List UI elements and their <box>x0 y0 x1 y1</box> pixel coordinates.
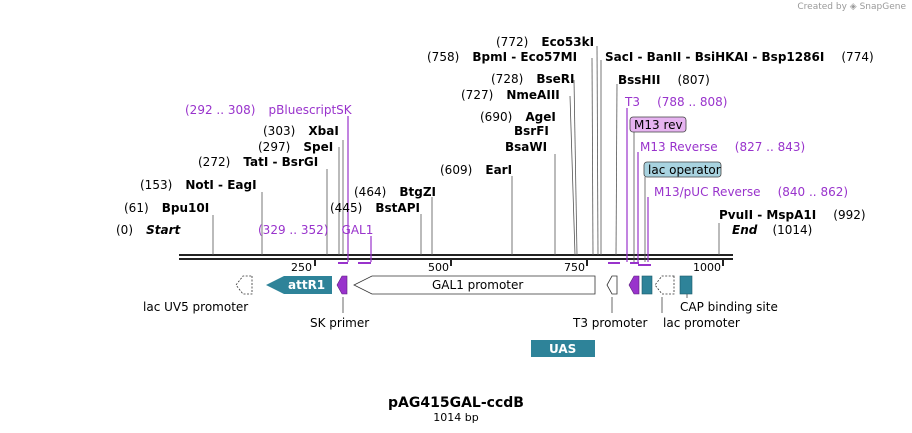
primer-m13-reverse: M13 Reverse (827 .. 843) <box>640 136 805 155</box>
feature-leader-lines <box>342 293 688 313</box>
enzyme-pvuii-mspa1i: PvuII - MspA1I (992) <box>719 204 866 223</box>
primer-t3: T3 (788 .. 808) <box>624 91 728 110</box>
enzyme-bsrfi: BsrFI <box>514 124 549 138</box>
credit-brand: SnapGene <box>859 2 906 12</box>
tick-750: 750 <box>564 261 585 274</box>
enzyme-eco53ki: (772) Eco53kI <box>496 31 594 50</box>
enzyme-spei: (297) SpeI <box>258 136 333 155</box>
tick-1000: 1000 <box>693 261 721 274</box>
feature-sk-primer <box>336 275 348 295</box>
enzyme-leader-lines <box>212 45 720 256</box>
primer-site-marks <box>338 262 651 266</box>
feature-uas: UAS <box>531 340 595 357</box>
primer-leader-lines <box>347 108 649 262</box>
primer-m13-puc-reverse: M13/pUC Reverse (840 .. 862) <box>654 181 848 200</box>
enzyme-noti-eagi: (153) NotI - EagI <box>140 174 257 193</box>
feature-m13-rev-primer <box>628 275 640 295</box>
m13-rev-label: M13 rev <box>634 118 683 132</box>
cap-binding-site-label: CAP binding site <box>680 300 778 314</box>
sequence-backbone <box>179 254 733 260</box>
enzyme-bstapi: (445) BstAPI <box>330 197 420 216</box>
tick-250: 250 <box>291 261 312 274</box>
lac-uv5-promoter-label: lac UV5 promoter <box>143 300 248 314</box>
enzyme-nmeaiii: (727) NmeAIII <box>461 84 560 103</box>
plasmid-title: pAG415GAL-ccdB <box>388 395 524 411</box>
feature-lac-operator <box>641 275 653 295</box>
tick-500: 500 <box>428 261 449 274</box>
attr1-label: attR1 <box>288 278 325 292</box>
enzyme-start: (0) Start <box>116 219 181 238</box>
plasmid-length: 1014 bp <box>433 411 478 424</box>
primer-pbluescriptsk: (292 .. 308) pBluescriptSK <box>185 99 353 118</box>
gal1-promoter-label: GAL1 promoter <box>432 278 523 292</box>
enzyme-saci-group: SacI - BanII - BsiHKAI - Bsp1286I (774) <box>605 46 874 65</box>
enzyme-bsshii: BssHII (807) <box>618 69 710 88</box>
m13-rev-box: M13 rev <box>629 116 687 262</box>
feature-gal1-promoter: GAL1 promoter <box>353 275 596 295</box>
lac-operator-box: lac operator <box>643 161 722 262</box>
t3-promoter-label: T3 promoter <box>572 316 648 330</box>
axis-ticks: 250 500 750 1000 <box>291 259 724 274</box>
feature-cap-binding-site <box>679 275 693 295</box>
enzyme-bsawi: BsaWI <box>505 140 547 154</box>
snapgene-credit: Created by ◈ SnapGene <box>797 2 906 12</box>
enzyme-bpu10i: (61) Bpu10I <box>124 197 209 216</box>
enzyme-xbai: (303) XbaI <box>263 120 339 139</box>
sk-primer-label: SK primer <box>310 316 369 330</box>
lac-promoter-label: lac promoter <box>663 316 740 330</box>
uas-label: UAS <box>549 342 576 356</box>
enzyme-tati-bsrgi: (272) TatI - BsrGI <box>198 151 318 170</box>
enzyme-end: End (1014) <box>732 219 812 238</box>
credit-prefix: Created by <box>797 2 847 12</box>
enzyme-agei: (690) AgeI <box>480 106 556 125</box>
primer-gal1: (329 .. 352) GAL1 <box>258 219 373 238</box>
feature-attr1: attR1 <box>266 276 332 294</box>
feature-t3-promoter <box>606 275 618 295</box>
enzyme-bpmi-eco57mi: (758) BpmI - Eco57MI <box>427 46 577 65</box>
feature-lac-promoter <box>654 275 675 295</box>
snapgene-logo-icon: ◈ <box>849 2 857 12</box>
enzyme-bseri: (728) BseRI <box>491 68 575 87</box>
lac-operator-label: lac operator <box>648 163 721 177</box>
feature-lac-uv5-promoter <box>235 275 253 295</box>
enzyme-eari: (609) EarI <box>440 159 512 178</box>
enzyme-btgzi: (464) BtgZI <box>354 181 436 200</box>
